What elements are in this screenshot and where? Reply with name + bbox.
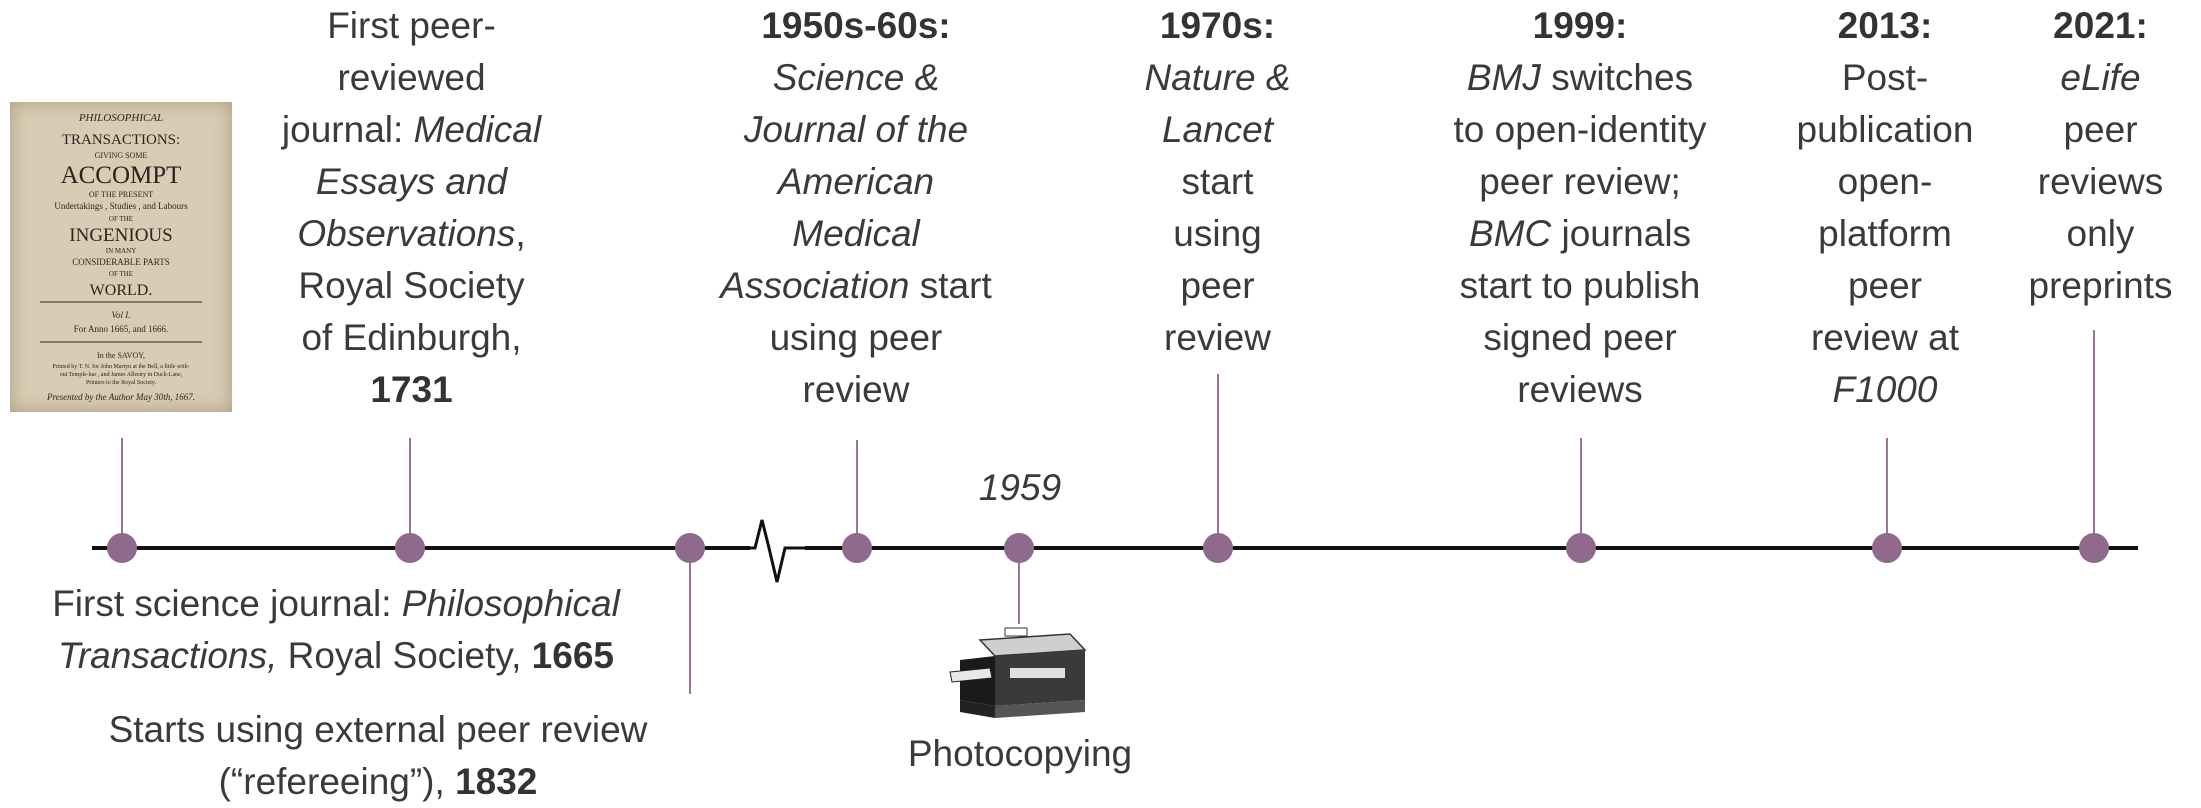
marker-1959 (1004, 533, 1034, 563)
marker-2021 (2079, 533, 2109, 563)
svg-text:Undertakings , Studies , and L: Undertakings , Studies , and Labours (54, 201, 188, 211)
event-1959-label: 1959 (978, 467, 1062, 508)
svg-text:PHILOSOPHICAL: PHILOSOPHICAL (78, 112, 163, 124)
axis-break-squiggle (745, 519, 805, 583)
stem-2013 (1886, 438, 1888, 548)
journal-cover-image: PHILOSOPHICAL TRANSACTIONS: GIVING SOME … (10, 102, 232, 412)
svg-text:In the SAVOY,: In the SAVOY, (97, 351, 145, 360)
marker-1950s (842, 533, 872, 563)
stem-1950s (856, 440, 858, 548)
stem-1832 (689, 548, 691, 694)
svg-text:Printers to the Royal Society.: Printers to the Royal Society. (86, 380, 157, 386)
svg-text:OF THE PRESENT: OF THE PRESENT (89, 190, 153, 199)
event-1832-label: Starts using external peer review(“refer… (108, 709, 648, 802)
svg-text:OF THE: OF THE (109, 270, 133, 278)
marker-1999 (1566, 533, 1596, 563)
svg-text:Presented by the Author May 30: Presented by the Author May 30th, 1667. (46, 392, 195, 402)
svg-text:CONSIDERABLE PARTS: CONSIDERABLE PARTS (72, 257, 169, 267)
svg-text:WORLD.: WORLD. (90, 282, 153, 299)
svg-text:Vol I.: Vol I. (112, 310, 131, 320)
svg-text:ACCOMPT: ACCOMPT (61, 162, 182, 189)
timeline-axis-right (805, 546, 2138, 550)
svg-text:out Temple-bar , and James All: out Temple-bar , and James Allestry in D… (60, 372, 183, 378)
event-photocopying-label: Photocopying (907, 733, 1133, 774)
stem-1970s (1217, 374, 1219, 548)
svg-text:For Anno 1665, and 1666.: For Anno 1665, and 1666. (74, 324, 169, 334)
photocopier-icon (949, 627, 1087, 718)
stem-1665 (121, 438, 123, 548)
svg-text:INGENIOUS: INGENIOUS (69, 225, 172, 246)
svg-text:OF THE: OF THE (109, 215, 133, 223)
marker-1665 (107, 533, 137, 563)
stem-1959 (1018, 548, 1020, 624)
stem-2021 (2093, 330, 2095, 548)
marker-1970s (1203, 533, 1233, 563)
journal-cover-text: PHILOSOPHICAL TRANSACTIONS: GIVING SOME … (40, 112, 202, 402)
svg-text:GIVING SOME: GIVING SOME (95, 151, 148, 160)
marker-1832 (675, 533, 705, 563)
svg-text:Printed by T. N. for John Mart: Printed by T. N. for John Martyn at the … (52, 363, 189, 370)
svg-text:IN MANY: IN MANY (106, 247, 137, 255)
marker-1731 (395, 533, 425, 563)
stem-1999 (1580, 438, 1582, 548)
stem-1731 (409, 438, 411, 548)
svg-text:TRANSACTIONS:: TRANSACTIONS: (62, 132, 180, 148)
marker-2013 (1872, 533, 1902, 563)
